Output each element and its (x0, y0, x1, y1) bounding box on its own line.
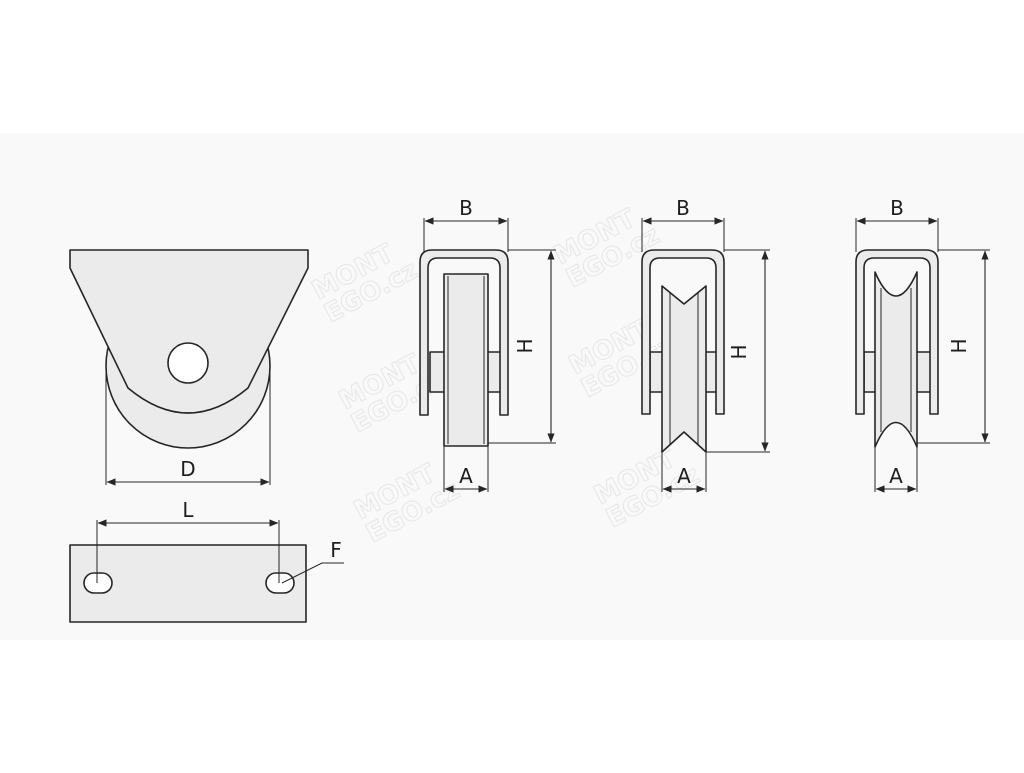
label-f: F (330, 538, 342, 562)
bracket-u (419, 249, 509, 416)
label-h: H (513, 338, 537, 353)
label-b: B (676, 196, 690, 220)
label-l: L (182, 498, 194, 522)
bracket-plate (69, 249, 309, 414)
label-h: H (727, 344, 751, 359)
label-b: B (459, 196, 473, 220)
base-plate-view: L F (69, 498, 344, 623)
label-a: A (677, 464, 691, 488)
wheel-v-groove (661, 285, 707, 453)
front-view: D (69, 249, 309, 486)
slot-left (83, 572, 113, 594)
slot-right (265, 572, 295, 594)
bracket-u (855, 249, 939, 415)
wheel-flat (443, 273, 489, 447)
label-a: A (459, 464, 473, 488)
round-groove-wheel-view: B H A (855, 196, 990, 493)
label-b: B (890, 196, 904, 220)
axle-hole (167, 342, 209, 384)
label-a: A (889, 464, 903, 488)
flat-wheel-view: B H A (419, 196, 556, 493)
label-h: H (947, 338, 971, 353)
label-d: D (180, 457, 195, 481)
leader-line-f (281, 562, 344, 584)
v-groove-wheel-view: B H A (641, 196, 770, 493)
bracket-u (641, 249, 725, 415)
